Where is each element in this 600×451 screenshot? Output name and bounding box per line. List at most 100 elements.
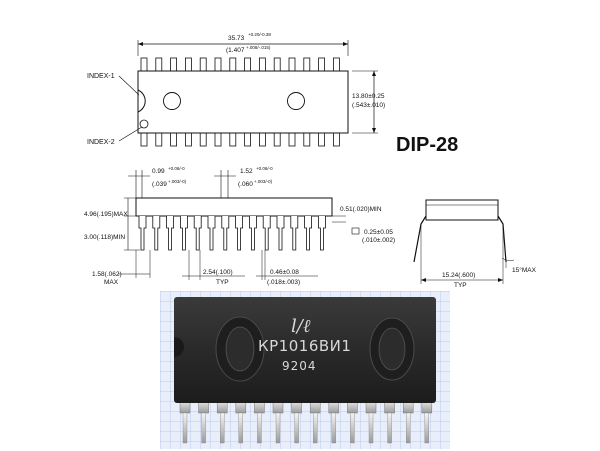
side-lead [193,216,202,251]
top-pin-row-lower [140,132,340,147]
top-pin [318,57,326,72]
photo-pin-leg [387,412,392,444]
photo-pin-leg [238,412,244,444]
photo-pin-leg [312,412,318,444]
lead-angle: 15°MAX [512,266,537,274]
length-in: (1.407 [226,47,245,54]
lead-width-mm: 0.46±0.08 [270,269,299,276]
index-notch [137,89,146,113]
top-pin [170,132,178,147]
top-pin [140,57,148,72]
top-pin [199,57,207,72]
chip-notch [174,337,184,357]
top-pin [273,57,281,72]
length-in-tol: +.008/-.015) [246,45,271,50]
side-lead [152,216,161,251]
side-lead [235,216,243,251]
side-lead [318,216,326,251]
top-pin [229,57,237,72]
top-pin [199,132,207,147]
length-mm: 35.73 [228,35,245,42]
pin-width-mm-tol: +0.06/-0 [256,166,273,171]
photo-pin-row [179,398,433,444]
mold-hole-left [163,92,181,110]
top-pin [318,132,326,147]
chip-logo: l/ℓ [291,316,311,337]
photo-pin-leg [275,412,281,444]
side-lead [290,216,299,251]
lead-thickness-mm: 0.25±0.05 [364,229,393,236]
lead-width-in: (.018±.003) [267,279,300,286]
package-body-end [425,199,499,221]
top-pin [303,57,311,72]
side-lead [304,216,312,251]
top-pin [303,132,311,147]
side-lead-row [138,216,326,251]
height-max: 4.96(.195)MAX [84,211,128,218]
seating-min: 3.00(.118)MIN [84,234,125,241]
photo-pin-leg [220,412,225,444]
mold-hole-right [287,92,305,110]
width-in: (.543±.010) [352,102,385,109]
lead-thickness-in: (.010±.002) [362,237,395,244]
side-lead [276,216,285,251]
top-pin [288,57,296,72]
photo-pin-leg [257,412,262,444]
chip-photo: l/ℓ КР1016ВИ1 9204 [160,291,450,449]
top-pin [332,132,340,147]
top-pin [288,132,296,147]
top-pin [273,132,281,147]
package-body-top [137,70,349,134]
shoulder-width-mm: 0.99 [152,168,165,175]
photo-pin-leg [294,412,299,444]
package-body-side [135,197,333,217]
top-pin [214,132,222,147]
chip-photo-art [160,291,450,449]
top-pin [258,57,266,72]
end-view: 15.24(.600) TYP 15°MAX [413,199,537,289]
end-lead-right [497,215,507,263]
end-lead-left [413,215,427,263]
side-view: 0.99 +0.06/-0 (.039 +.003/-0) 1.52 +0.06… [84,166,395,286]
top-pin-row-upper [140,57,340,72]
side-lead [138,216,147,251]
shoulder-width-in: (.039 [152,181,167,188]
row-spacing-mm: 15.24(.600) [442,272,475,279]
side-lead [180,216,188,251]
length-mm-tol: +0.20/-0.38 [248,32,271,37]
standoff-min: 0.51(.020)MIN [340,206,382,213]
end-offset-note: MAX [104,279,119,286]
pin-width-in-tol: +.003/-0) [254,179,273,184]
top-pin [332,57,340,72]
top-pin [155,57,163,72]
top-pin [214,57,222,72]
row-spacing-note: TYP [454,282,467,289]
top-pin [244,57,252,72]
side-lead [166,216,174,251]
top-pin [258,132,266,147]
photo-pin-leg [405,412,411,444]
width-mm: 13.80±0.25 [352,93,385,100]
photo-pin-leg [201,412,206,444]
top-pin [170,57,178,72]
pitch-mm: 2.54(.100) [203,269,233,276]
package-title: DIP-28 [396,134,459,156]
end-offset-mm: 1.58(.062) [92,271,122,278]
top-pin [140,132,148,147]
top-pin [155,132,163,147]
shoulder-width-mm-tol: +0.06/-0 [168,166,185,171]
top-pin [184,57,192,72]
side-lead [249,216,257,251]
side-lead [262,216,271,251]
pin-width-mm: 1.52 [240,168,253,175]
chip-date-code: 9204 [282,359,317,373]
side-lead [207,216,216,251]
photo-pin-leg [182,412,188,444]
pitch-note: TYP [216,279,229,286]
photo-pin-leg [331,412,337,444]
top-pin [244,132,252,147]
lead-section [351,227,360,235]
shoulder-width-in-tol: +.003/-0) [168,179,187,184]
side-lead [221,216,230,251]
